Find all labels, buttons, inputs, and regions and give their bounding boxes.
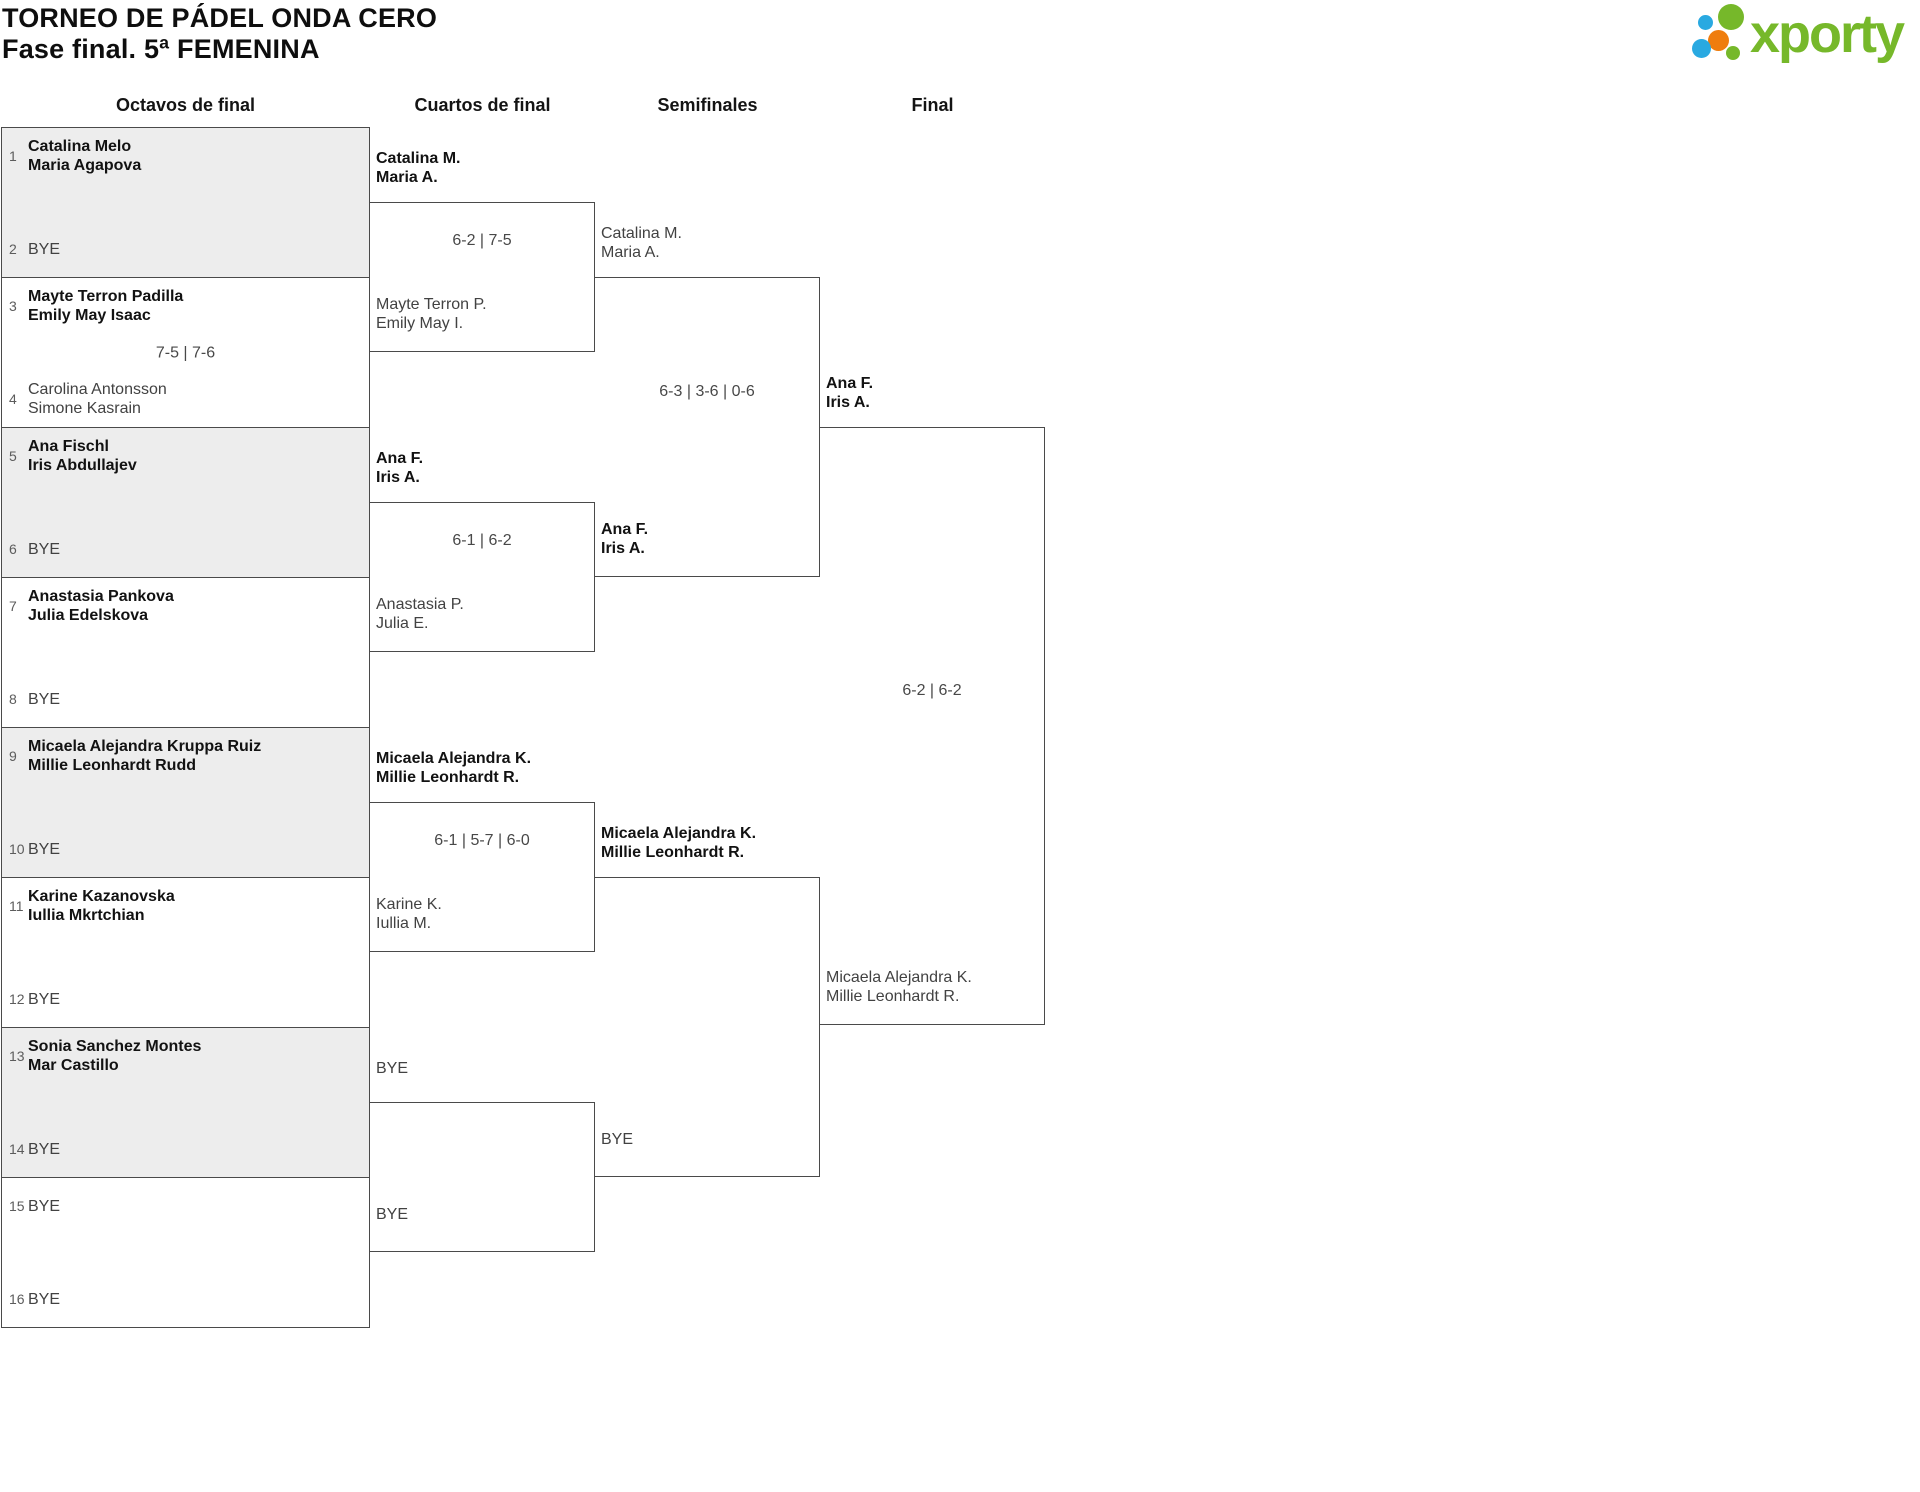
team-names: Karine Kazanovska Iullia Mkrtchian bbox=[28, 888, 175, 924]
seed-number: 11 bbox=[9, 898, 24, 914]
seed-number: 16 bbox=[9, 1291, 25, 1307]
seed-number: 13 bbox=[9, 1048, 25, 1064]
team-slot-top: 3 Mayte Terron Padilla Emily May Isaac bbox=[2, 284, 369, 328]
qf-match-2: Ana F. Iris A. 6-1 | 6-2 Anastasia P. Ju… bbox=[370, 450, 595, 652]
match-score: 6-3 | 3-6 | 0-6 bbox=[659, 383, 755, 400]
team-names: BYE bbox=[28, 840, 61, 858]
team-label-bottom: BYE bbox=[601, 1130, 634, 1148]
team-label-top: Catalina M. Maria A. bbox=[601, 225, 682, 261]
team-slot-bottom: 8 BYE bbox=[2, 677, 369, 721]
logo-dot-green-large-icon bbox=[1718, 4, 1744, 30]
final-match: Ana F. Iris A. 6-2 | 6-2 Micaela Alejand… bbox=[820, 375, 1045, 1025]
match-score: 6-1 | 6-2 bbox=[452, 532, 512, 549]
team-slot-bottom: 10 BYE bbox=[2, 827, 369, 871]
team-slot-top: 5 Ana Fischl Iris Abdullajev bbox=[2, 434, 369, 478]
team-names: Sonia Sanchez Montes Mar Castillo bbox=[28, 1038, 202, 1074]
r16-match-2: 3 Mayte Terron Padilla Emily May Isaac 7… bbox=[1, 277, 370, 427]
seed-number: 12 bbox=[9, 991, 25, 1007]
team-label-top: Ana F. Iris A. bbox=[376, 450, 424, 486]
team-slot-top: 15 BYE bbox=[2, 1184, 369, 1228]
team-label-bottom: Micaela Alejandra K. Millie Leonhardt R. bbox=[826, 969, 972, 1005]
r16-match-7: 13 Sonia Sanchez Montes Mar Castillo 14 … bbox=[1, 1027, 370, 1177]
team-names: BYE bbox=[28, 540, 61, 558]
round-header-octavos: Octavos de final bbox=[115, 95, 256, 115]
match-score: 6-2 | 7-5 bbox=[452, 232, 512, 249]
team-slot-bottom: 12 BYE bbox=[2, 977, 369, 1021]
xporty-logo: xporty bbox=[1690, 3, 1920, 69]
team-slot-top: 7 Anastasia Pankova Julia Edelskova bbox=[2, 584, 369, 628]
seed-number: 10 bbox=[9, 841, 25, 857]
r16-match-3: 5 Ana Fischl Iris Abdullajev 6 BYE bbox=[1, 427, 370, 577]
round-header-semifinales: Semifinales bbox=[657, 95, 758, 115]
team-label-top: Micaela Alejandra K. Millie Leonhardt R. bbox=[376, 750, 532, 786]
logo-dot-blue-small-icon bbox=[1698, 15, 1713, 30]
r16-match-6: 11 Karine Kazanovska Iullia Mkrtchian 12… bbox=[1, 877, 370, 1027]
r16-match-1: 1 Catalina Melo Maria Agapova 2 BYE bbox=[1, 127, 370, 277]
team-label-bottom: BYE bbox=[376, 1205, 409, 1223]
seed-number: 1 bbox=[9, 148, 17, 164]
logo-dot-orange-icon bbox=[1708, 30, 1729, 51]
team-slot-top: 11 Karine Kazanovska Iullia Mkrtchian bbox=[2, 884, 369, 928]
match-score: 6-1 | 5-7 | 6-0 bbox=[434, 832, 530, 849]
r16-match-5: 9 Micaela Alejandra Kruppa Ruiz Millie L… bbox=[1, 727, 370, 877]
team-names: Ana Fischl Iris Abdullajev bbox=[28, 438, 137, 474]
team-names: Mayte Terron Padilla Emily May Isaac bbox=[28, 288, 184, 324]
team-names: Micaela Alejandra Kruppa Ruiz Millie Leo… bbox=[28, 738, 262, 774]
logo-dot-blue-large-icon bbox=[1692, 39, 1711, 58]
team-slot-top: 9 Micaela Alejandra Kruppa Ruiz Millie L… bbox=[2, 734, 369, 778]
team-label-top: Catalina M. Maria A. bbox=[376, 150, 461, 186]
team-names: Anastasia Pankova Julia Edelskova bbox=[28, 588, 174, 624]
team-names: BYE bbox=[28, 990, 61, 1008]
logo-wordmark: xporty bbox=[1750, 4, 1905, 64]
seed-number: 5 bbox=[9, 448, 17, 464]
page-subtitle: Fase final. 5ª FEMENINA bbox=[2, 34, 320, 64]
team-label-top: Micaela Alejandra K. Millie Leonhardt R. bbox=[601, 825, 757, 861]
team-label-bottom: Karine K. Iullia M. bbox=[376, 896, 442, 932]
team-slot-top: 13 Sonia Sanchez Montes Mar Castillo bbox=[2, 1034, 369, 1078]
logo-dot-green-small-icon bbox=[1726, 46, 1740, 60]
r16-match-4: 7 Anastasia Pankova Julia Edelskova 8 BY… bbox=[1, 577, 370, 727]
seed-number: 3 bbox=[9, 298, 17, 314]
match-score: 6-2 | 6-2 bbox=[902, 682, 962, 699]
r16-match-8: 15 BYE 16 BYE bbox=[1, 1177, 370, 1328]
seed-number: 7 bbox=[9, 598, 17, 614]
team-slot-bottom: 2 BYE bbox=[2, 227, 369, 271]
team-names: BYE bbox=[28, 1197, 61, 1215]
sf-match-2: Micaela Alejandra K. Millie Leonhardt R.… bbox=[595, 825, 820, 1177]
team-slot-bottom: 6 BYE bbox=[2, 527, 369, 571]
team-slot-bottom: 4 Carolina Antonsson Simone Kasrain bbox=[2, 377, 369, 421]
team-names: BYE bbox=[28, 240, 61, 258]
qf-match-4: BYE BYE bbox=[370, 1060, 595, 1252]
team-label-bottom: Ana F. Iris A. bbox=[601, 521, 649, 557]
team-names: BYE bbox=[28, 690, 61, 708]
round-header-final: Final bbox=[911, 95, 954, 115]
team-slot-bottom: 16 BYE bbox=[2, 1277, 369, 1321]
seed-number: 2 bbox=[9, 241, 17, 257]
match-score: 7-5 | 7-6 bbox=[155, 344, 216, 361]
team-label-bottom: Anastasia P. Julia E. bbox=[376, 596, 464, 632]
seed-number: 4 bbox=[9, 391, 17, 407]
team-names: Catalina Melo Maria Agapova bbox=[28, 138, 142, 174]
team-slot-bottom: 14 BYE bbox=[2, 1127, 369, 1171]
team-label-top: BYE bbox=[376, 1059, 409, 1077]
round-header-cuartos: Cuartos de final bbox=[414, 95, 551, 115]
team-names: BYE bbox=[28, 1290, 61, 1308]
qf-match-1: Catalina M. Maria A. 6-2 | 7-5 Mayte Ter… bbox=[370, 150, 595, 352]
seed-number: 8 bbox=[9, 691, 17, 707]
sf-match-1: Catalina M. Maria A. 6-3 | 3-6 | 0-6 Ana… bbox=[595, 225, 820, 577]
seed-number: 9 bbox=[9, 748, 17, 764]
team-slot-top: 1 Catalina Melo Maria Agapova bbox=[2, 134, 369, 178]
seed-number: 6 bbox=[9, 541, 17, 557]
team-names: Carolina Antonsson Simone Kasrain bbox=[28, 381, 167, 417]
seed-number: 15 bbox=[9, 1198, 25, 1214]
team-label-top: Ana F. Iris A. bbox=[826, 375, 874, 411]
page-title: TORNEO DE PÁDEL ONDA CERO bbox=[2, 3, 438, 33]
qf-match-3: Micaela Alejandra K. Millie Leonhardt R.… bbox=[370, 750, 595, 952]
seed-number: 14 bbox=[9, 1141, 25, 1157]
header: TORNEO DE PÁDEL ONDA CERO Fase final. 5ª… bbox=[2, 3, 437, 65]
team-label-bottom: Mayte Terron P. Emily May I. bbox=[376, 296, 487, 332]
team-names: BYE bbox=[28, 1140, 61, 1158]
